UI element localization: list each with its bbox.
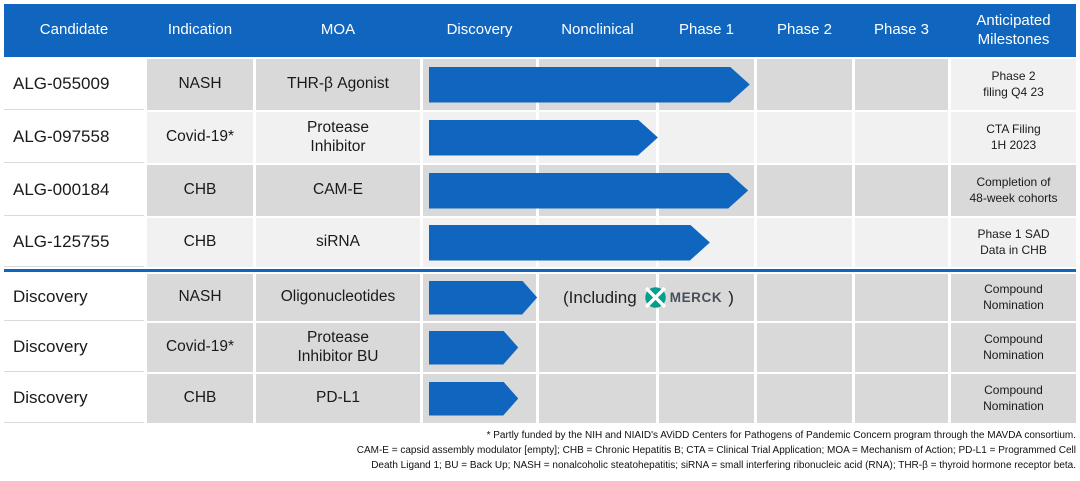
milestone-cell: Phase 1 SAD Data in CHB [951,218,1076,267]
candidate-cell: Discovery [4,274,144,321]
indication-cell: CHB [147,165,253,216]
column-header-phase2: Phase 2 [776,21,833,39]
column-header-phase1: Phase 1 [678,21,735,39]
stage-cell [539,274,656,321]
indication-cell: CHB [147,218,253,267]
pipeline-table: Candidate Indication MOA Discovery Noncl… [4,4,1076,423]
stage-cell [855,59,948,110]
pipeline-bar-track [423,218,948,267]
progress-arrow [429,173,748,209]
progress-arrow [429,331,518,365]
stage-cell [659,274,754,321]
indication-cell: NASH [147,274,253,321]
pipeline-bar-track [423,112,948,163]
progress-arrow [429,67,750,103]
stage-cell [757,374,852,423]
stage-cell [539,323,656,372]
stage-cell [855,165,948,216]
progress-arrow [429,281,537,315]
column-header-indication: Indication [167,21,233,39]
candidate-cell: ALG-125755 [4,218,144,267]
partner-wordmark: MERCK [669,290,723,305]
stage-cell [757,218,852,267]
moa-cell: Oligonucleotides [256,274,420,321]
indication-cell: Covid-19* [147,112,253,163]
candidate-cell: Discovery [4,374,144,423]
column-header-discovery: Discovery [446,21,513,39]
moa-cell: THR-β Agonist [256,59,420,110]
stage-cell [855,374,948,423]
candidate-cell: ALG-055009 [4,59,144,110]
pipeline-bar-track [423,59,948,110]
milestone-cell: CTA Filing 1H 2023 [951,112,1076,163]
stage-cell [757,59,852,110]
candidate-cell: Discovery [4,323,144,372]
stage-cell [659,112,754,163]
footnotes: * Partly funded by the NIH and NIAID's A… [4,428,1076,473]
pipeline-bar-track: (Including MERCK ) [423,274,948,321]
candidate-cell: ALG-097558 [4,112,144,163]
moa-cell: siRNA [256,218,420,267]
pipeline-bar-track [423,374,948,423]
stage-cell [757,165,852,216]
column-header-milestones: Anticipated Milestones [976,11,1051,48]
milestone-cell: Compound Nomination [951,323,1076,372]
stage-cell [855,218,948,267]
milestone-cell: Compound Nomination [951,374,1076,423]
footnote-line: Death Ligand 1; BU = Back Up; NASH = non… [371,460,1076,471]
stage-cell [757,112,852,163]
milestone-cell: Compound Nomination [951,274,1076,321]
footnote-line: * Partly funded by the NIH and NIAID's A… [486,430,1076,441]
pipeline-bar-track [423,165,948,216]
moa-cell: PD-L1 [256,374,420,423]
partner-note-suffix: ) [728,287,734,307]
column-header-candidate: Candidate [39,21,109,39]
milestone-cell: Phase 2 filing Q4 23 [951,59,1076,110]
column-header-moa: MOA [320,21,356,39]
indication-cell: Covid-19* [147,323,253,372]
moa-cell: Protease Inhibitor BU [256,323,420,372]
indication-cell: NASH [147,59,253,110]
stage-cell [855,112,948,163]
moa-cell: Protease Inhibitor [256,112,420,163]
partner-note-prefix: (Including [563,287,637,307]
merck-logo-icon [644,287,666,308]
progress-arrow [429,120,658,156]
stage-cell [659,323,754,372]
stage-cell [539,374,656,423]
column-header-phase3: Phase 3 [873,21,930,39]
partner-note: (Including MERCK ) [563,274,734,321]
pipeline-bar-track [423,323,948,372]
moa-cell: CAM-E [256,165,420,216]
stage-cell [757,274,852,321]
section-divider [4,269,1076,272]
table-header: Candidate Indication MOA Discovery Noncl… [4,4,1076,57]
progress-arrow [429,382,518,416]
candidate-cell: ALG-000184 [4,165,144,216]
footnote-line: CAM-E = capsid assembly modulator [empty… [356,445,1076,456]
stage-cell [757,323,852,372]
stage-cell [855,323,948,372]
stage-cell [659,374,754,423]
progress-arrow [429,225,710,261]
milestone-cell: Completion of 48-week cohorts [951,165,1076,216]
indication-cell: CHB [147,374,253,423]
column-header-nonclinical: Nonclinical [561,21,634,39]
stage-cell [855,274,948,321]
